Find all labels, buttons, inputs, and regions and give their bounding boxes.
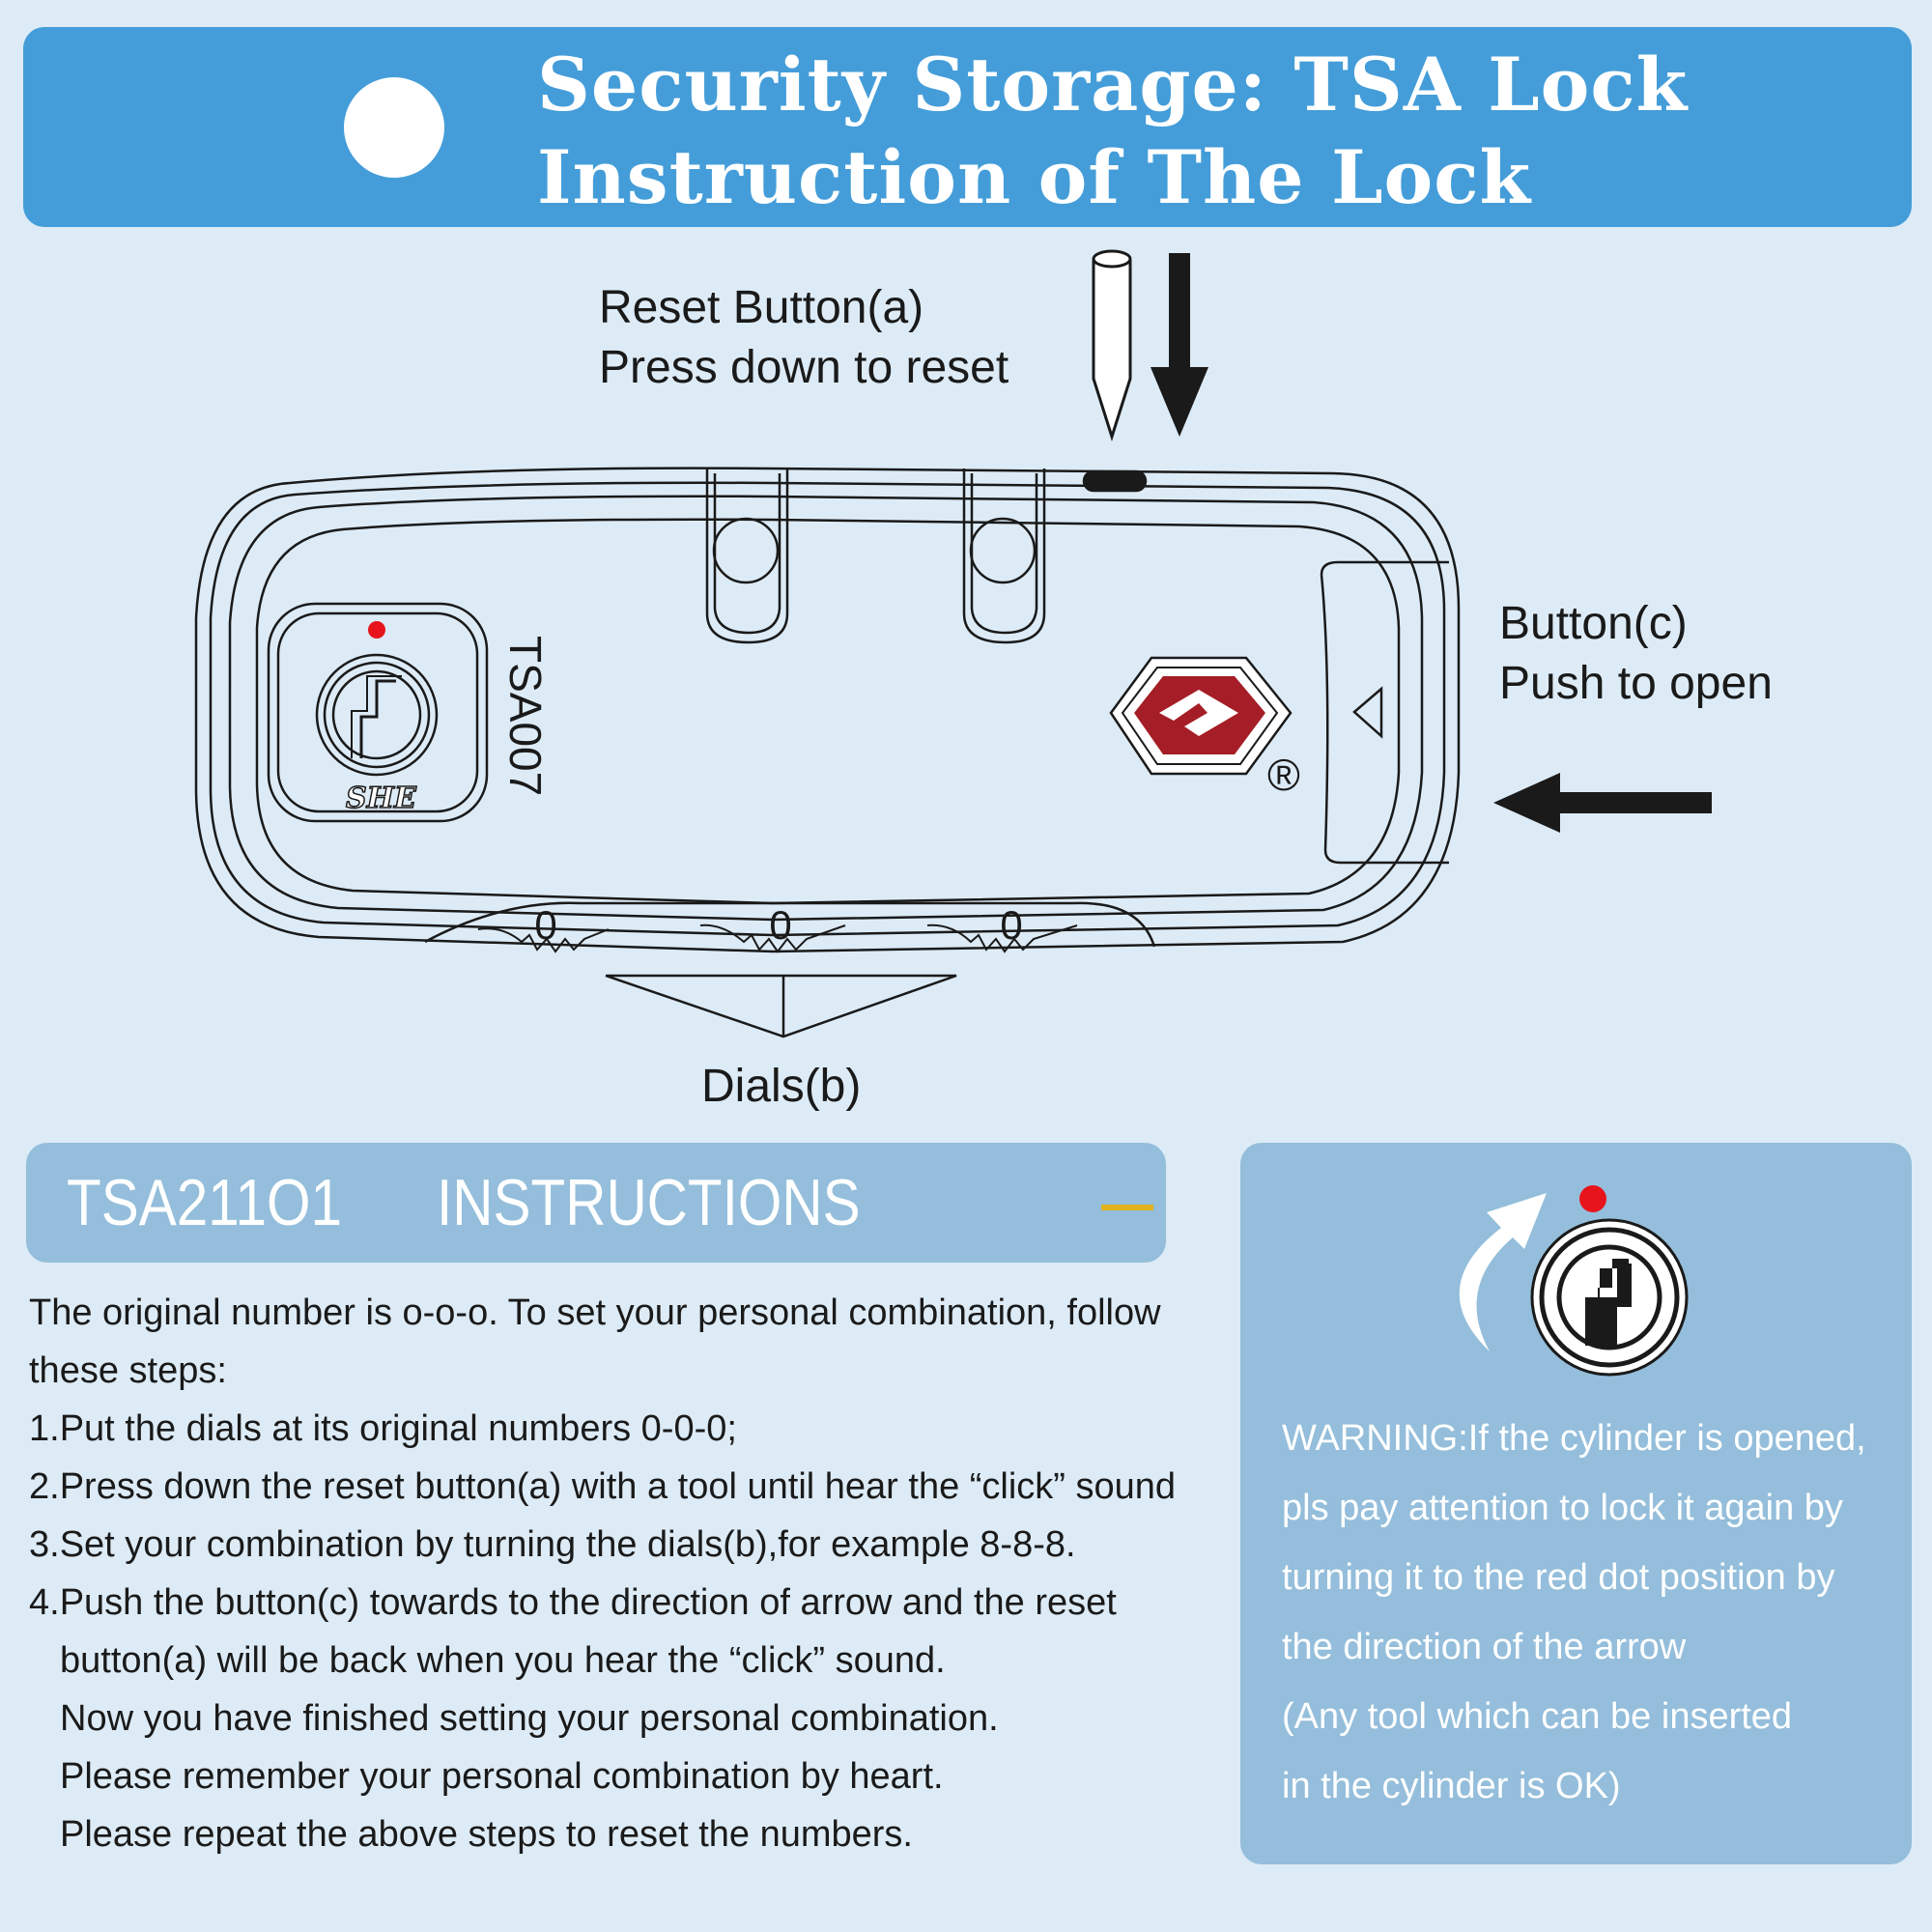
warning-line: (Any tool which can be inserted bbox=[1282, 1696, 1793, 1737]
warning-line: turning it to the red dot position by bbox=[1282, 1557, 1835, 1598]
warning-line: in the cylinder is OK) bbox=[1282, 1766, 1621, 1806]
banner-dot-icon bbox=[344, 77, 444, 178]
accent-dash bbox=[1101, 1205, 1153, 1210]
instruction-line: Please remember your personal combinatio… bbox=[60, 1756, 944, 1797]
red-dot-marker bbox=[1579, 1185, 1606, 1212]
reset-label: Reset Button(a) bbox=[599, 282, 924, 333]
model-print: TSA007 bbox=[500, 636, 551, 796]
reset-pin-icon bbox=[1092, 249, 1132, 441]
down-arrow-icon bbox=[1151, 253, 1208, 437]
instruction-line: Please repeat the above steps to reset t… bbox=[60, 1814, 913, 1855]
brand-logo: SHE bbox=[346, 781, 417, 815]
title-line-1: Security Storage: TSA Lock bbox=[537, 42, 1689, 128]
instruction-line: The original number is o-o-o. To set you… bbox=[29, 1293, 1161, 1333]
button-label: Button(c) bbox=[1499, 598, 1688, 649]
instruction-step: 2.Press down the reset button(a) with a … bbox=[29, 1466, 1177, 1507]
dials bbox=[477, 923, 1078, 953]
instruction-step: 1.Put the dials at its original numbers … bbox=[29, 1408, 737, 1449]
warning-panel: WARNING:If the cylinder is opened, pls p… bbox=[1240, 1143, 1912, 1864]
dials-pointer bbox=[605, 974, 957, 1038]
registered-mark: ® bbox=[1267, 750, 1300, 800]
lock-cylinder-icon bbox=[1530, 1218, 1689, 1377]
warning-line: WARNING:If the cylinder is opened, bbox=[1282, 1418, 1866, 1459]
dials-label: Dials(b) bbox=[701, 1061, 862, 1112]
instruction-step: 3.Set your combination by turning the di… bbox=[29, 1524, 1076, 1565]
lock-body bbox=[194, 467, 1461, 953]
reset-callout: Reset Button(a) Press down to reset bbox=[599, 278, 1009, 398]
curved-arrow-icon bbox=[1459, 1193, 1547, 1351]
instruction-line: button(a) will be back when you hear the… bbox=[60, 1640, 946, 1681]
instructions-title: INSTRUCTIONS bbox=[437, 1166, 861, 1239]
lock-diagram: SHE TSA007 ® 0 0 0 bbox=[194, 249, 1712, 1038]
warning-text: WARNING:If the cylinder is opened, pls p… bbox=[1282, 1404, 1910, 1821]
tsa-diamond-icon bbox=[1109, 656, 1293, 776]
title-banner: Security Storage: TSA Lock Instruction o… bbox=[23, 27, 1912, 227]
instructions-model: TSA211O1 bbox=[67, 1166, 342, 1239]
instruction-line: these steps: bbox=[29, 1350, 227, 1391]
left-arrow-icon bbox=[1493, 773, 1712, 833]
instruction-line: Now you have finished setting your perso… bbox=[60, 1698, 999, 1739]
page-title: Security Storage: TSA Lock Instruction o… bbox=[537, 39, 1688, 224]
lock-cylinder-housing bbox=[267, 602, 489, 823]
instruction-step: 4.Push the button(c) towards to the dire… bbox=[29, 1582, 1117, 1623]
dial-value-1: 0 bbox=[534, 902, 556, 948]
instructions-body: The original number is o-o-o. To set you… bbox=[29, 1284, 1227, 1863]
dial-value-3: 0 bbox=[1000, 902, 1022, 948]
button-desc: Push to open bbox=[1499, 658, 1773, 709]
warning-illustration bbox=[1459, 1185, 1689, 1377]
warning-line: the direction of the arrow bbox=[1282, 1627, 1687, 1667]
red-dot-marker bbox=[368, 621, 385, 639]
warning-line: pls pay attention to lock it again by bbox=[1282, 1488, 1843, 1528]
reset-desc: Press down to reset bbox=[599, 342, 1009, 393]
dial-value-2: 0 bbox=[769, 902, 791, 948]
title-line-2: Instruction of The Lock bbox=[537, 134, 1532, 220]
instructions-header: TSA211O1 INSTRUCTIONS bbox=[26, 1143, 1166, 1263]
button-callout: Button(c) Push to open bbox=[1499, 594, 1773, 714]
